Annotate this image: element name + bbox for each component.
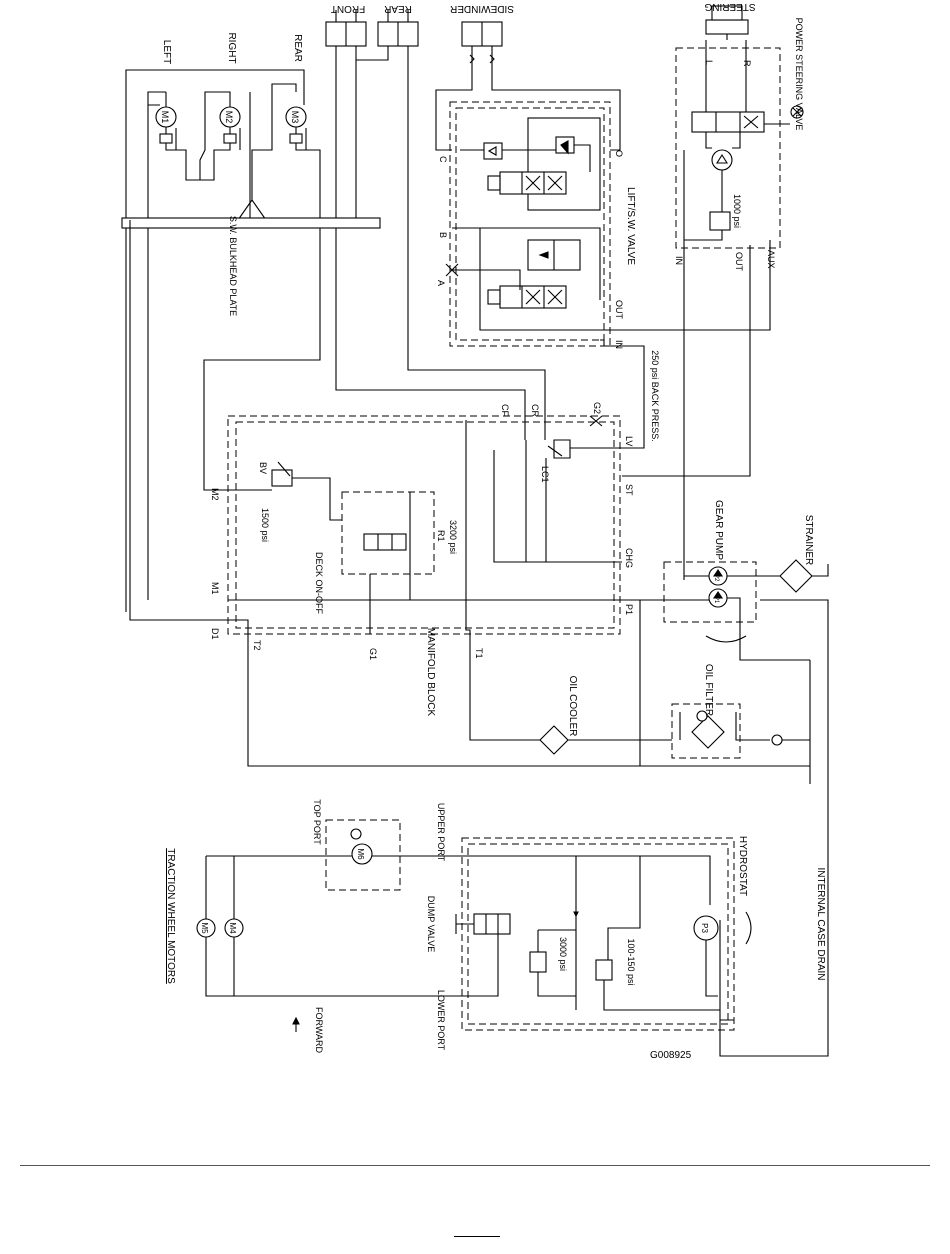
label-rear-reel: REAR: [292, 34, 303, 62]
manifold-port-d1: D1: [210, 628, 220, 640]
relief-3000-label: 3000 psi: [558, 937, 568, 971]
manifold-port-m1: M1: [210, 582, 220, 595]
traction-title: TRACTION WHEEL MOTORS: [165, 848, 176, 984]
manifold-port-cr: CR: [530, 404, 540, 417]
oil-cooler: [539, 725, 672, 755]
reel-motor-circuit: [125, 69, 321, 612]
oil-filter: [639, 600, 810, 766]
lift-port-a: A: [436, 280, 446, 286]
footer-rule: [20, 1165, 930, 1166]
traction-m4-label: M4: [228, 922, 237, 934]
manifold-bv-label: BV: [258, 462, 268, 474]
strainer-symbol: [779, 559, 813, 593]
case-drain-line: [719, 599, 829, 1057]
manifold-port-lv: LV: [624, 436, 634, 446]
oil-filter-label: OIL FILTER: [703, 664, 714, 716]
manifold-block: [227, 415, 810, 767]
strainer-line: [812, 564, 829, 577]
dump-valve-label: DUMP VALVE: [426, 896, 436, 953]
sw-bulkhead-plate: [121, 217, 381, 229]
manifold-bv-relief: 1500 psi: [260, 508, 270, 542]
manifold-port-p1: P1: [624, 604, 634, 615]
top-port-label: TOP PORT: [312, 799, 322, 845]
forward-label: FORWARD: [314, 1007, 324, 1053]
steering-port-out: OUT: [734, 252, 744, 272]
label-left: LEFT: [161, 40, 172, 64]
strainer-label: STRAINER: [803, 515, 814, 566]
supply-return-lines: [129, 220, 771, 621]
figure-code: G008925: [650, 1050, 692, 1061]
lift-sw-valve: [445, 101, 611, 347]
gear-pump-p1: P1: [713, 596, 719, 604]
lower-port-label: LOWER PORT: [436, 990, 446, 1051]
hydrostat-p3-label: P3: [700, 923, 709, 933]
manifold-port-cf: CF: [500, 404, 510, 416]
steering-valve-title: POWER STEERING VALVE: [794, 18, 804, 131]
traction-m6-label: M6: [356, 848, 365, 860]
reel-motor-m3-label: M3: [290, 111, 300, 124]
manifold-deck-label: DECK ON-OFF: [314, 552, 324, 615]
steering-relief: 1000 psi: [732, 194, 742, 228]
label-rear: REAR: [384, 3, 412, 14]
case-drain-label: INTERNAL CASE DRAIN: [815, 868, 826, 981]
manifold-lc1-label: LC1: [540, 466, 550, 483]
lift-port-o: O: [614, 150, 624, 157]
steering-port-aux: AUX: [766, 250, 776, 269]
manifold-port-t2: T2: [252, 640, 262, 651]
lift-port-c: C: [438, 156, 448, 163]
manifold-r1-label: R1: [436, 530, 446, 542]
reel-motor-m1-label: M1: [160, 111, 170, 124]
steering-port-r: R: [742, 60, 752, 67]
forward-arrow-icon: [292, 1016, 300, 1032]
lift-port-out: OUT: [614, 300, 624, 320]
steering-port-l: L: [704, 60, 714, 65]
hydrostat: [455, 837, 752, 1031]
manifold-r1-relief: 3200 psi: [448, 520, 458, 554]
lift-port-b: B: [438, 232, 448, 238]
manifold-port-g1: G1: [368, 648, 378, 660]
manifold-port-t1: T1: [474, 648, 484, 659]
front-lift-cylinder: [325, 10, 367, 60]
traction-circuit: [196, 819, 460, 997]
gear-pump: [622, 561, 810, 661]
power-steering-valve: [675, 40, 804, 249]
label-front: FRONT: [331, 3, 365, 14]
manifold-port-st: ST: [624, 484, 634, 496]
label-sidewinder: SIDEWINDER: [450, 3, 514, 14]
rear-lift-cylinder: [377, 10, 419, 47]
manifold-port-m2: M2: [210, 488, 220, 501]
manifold-port-g2: G2: [592, 402, 602, 414]
lift-valve-title: LIFT/S.W. VALVE: [625, 187, 636, 265]
label-bulkhead: S.W. BULKHEAD PLATE: [228, 216, 238, 316]
upper-port-label: UPPER PORT: [436, 803, 446, 862]
manifold-title: MANIFOLD BLOCK: [425, 628, 436, 717]
hydrostat-title: HYDROSTAT: [737, 836, 748, 896]
back-pressure-label: 250 psi BACK PRESS.: [650, 350, 660, 442]
steering-cylinder: [705, 5, 749, 40]
reel-motor-m2-label: M2: [224, 111, 234, 124]
lift-port-in: IN: [614, 340, 624, 349]
oil-cooler-label: OIL COOLER: [567, 676, 578, 737]
steering-port-in: IN: [674, 256, 684, 265]
label-right: RIGHT: [226, 32, 237, 63]
gear-pump-p2: P2: [713, 574, 719, 582]
traction-m5-label: M5: [200, 922, 209, 934]
sidewinder-cylinder: [461, 21, 503, 70]
relief-charge-label: 100-150 psi: [626, 938, 636, 985]
page-number-mark: [454, 1236, 500, 1237]
label-steering: STEERING: [704, 1, 755, 12]
manifold-port-chg: CHG: [624, 548, 634, 568]
gear-pump-title: GEAR PUMP: [713, 500, 724, 560]
